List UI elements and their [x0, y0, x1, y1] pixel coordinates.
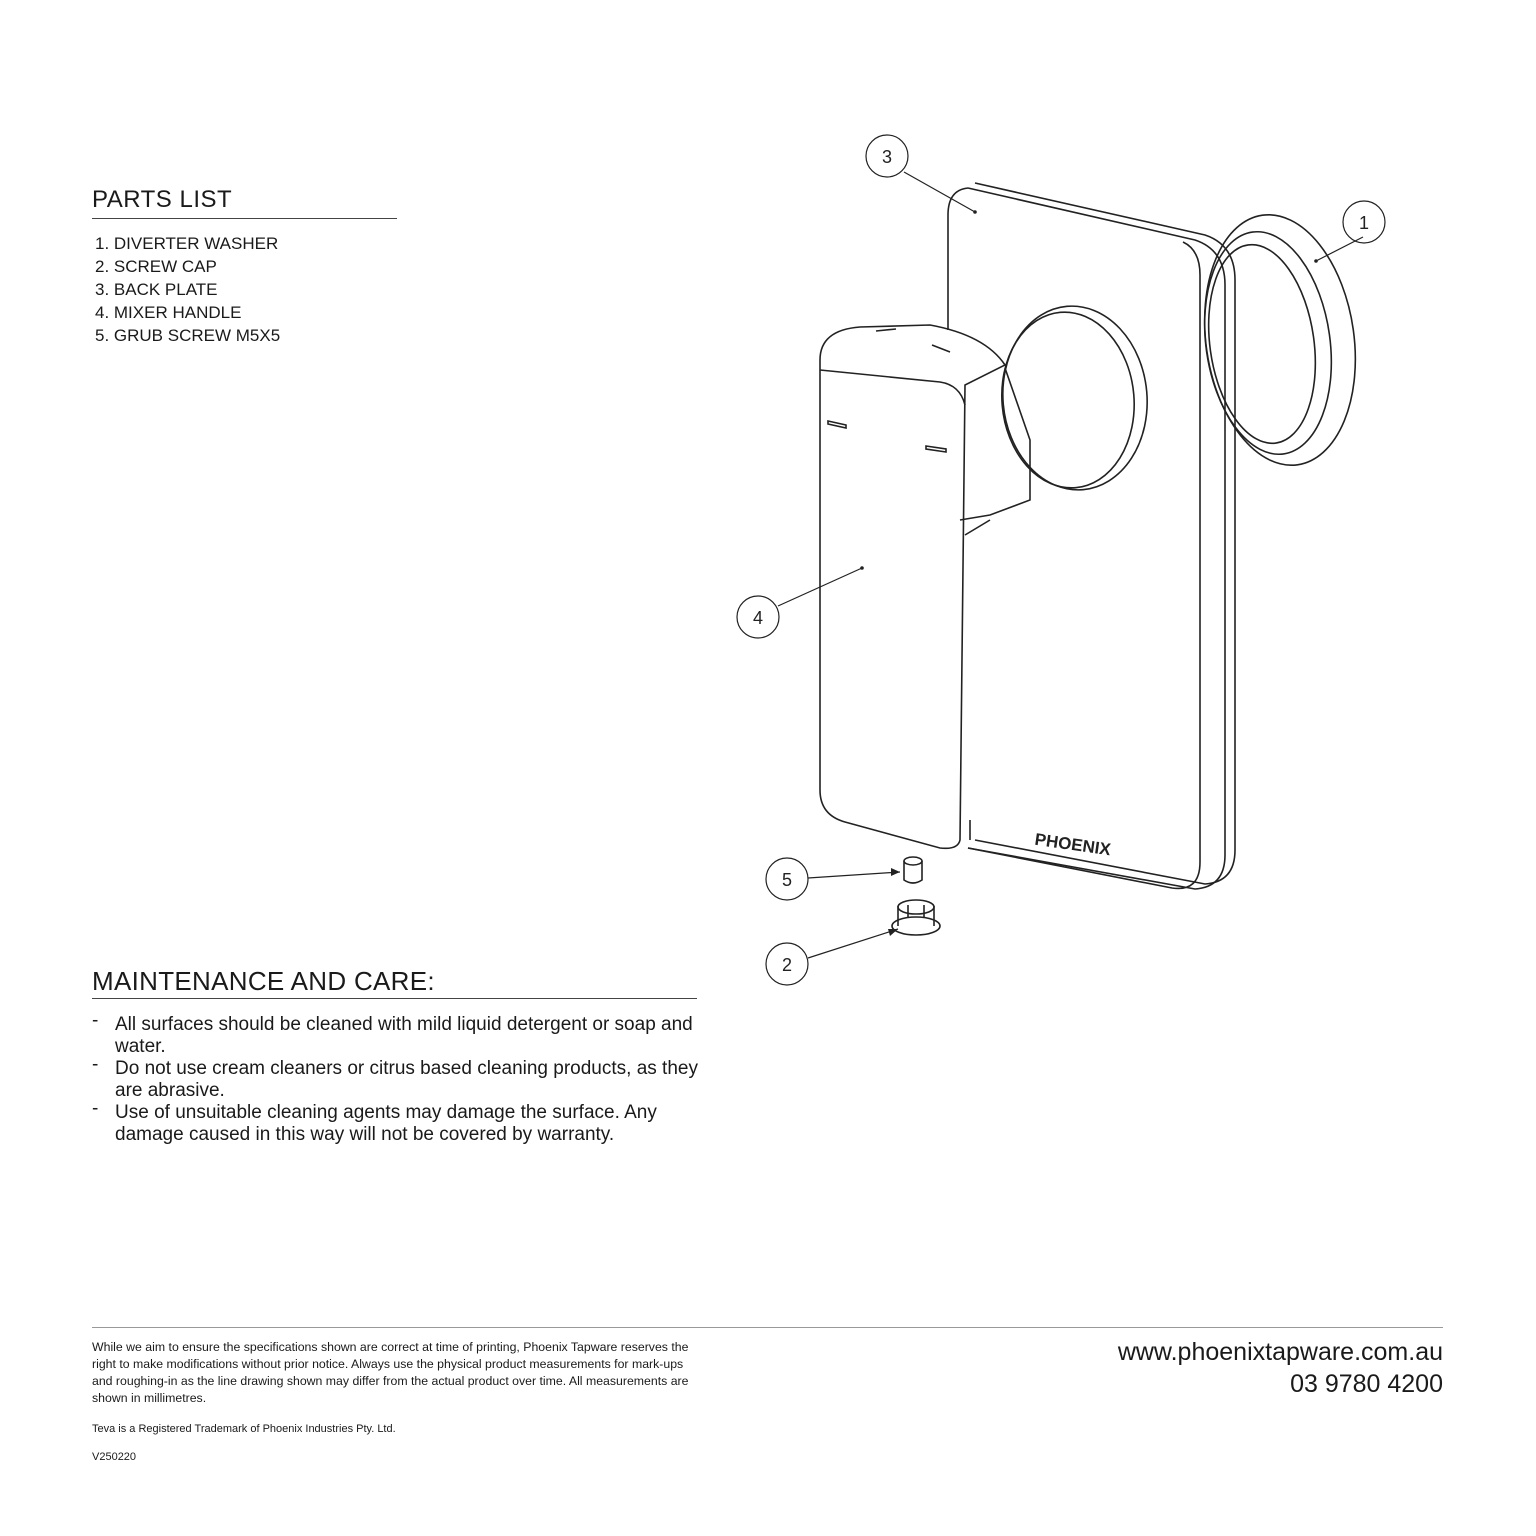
screw-cap-drawing — [891, 899, 941, 936]
phone-number[interactable]: 03 9780 4200 — [1290, 1370, 1443, 1398]
maintenance-divider — [92, 998, 697, 999]
arrow-head-5 — [891, 868, 900, 876]
list-dash: - — [92, 1010, 99, 1031]
part-item-1: 1. DIVERTER WASHER — [95, 234, 279, 253]
maintenance-item: -All surfaces should be cleaned with mil… — [92, 1010, 693, 1057]
part-item-4: 4. MIXER HANDLE — [95, 303, 242, 322]
leader-dots — [860, 210, 1318, 570]
mixer-handle-drawing — [819, 324, 1031, 850]
maintenance-item: -Use of unsuitable cleaning agents may d… — [92, 1098, 657, 1145]
back-plate-drawing — [947, 182, 1236, 890]
callout-1: 1 — [1342, 200, 1386, 244]
part-item-5: 5. GRUB SCREW M5X5 — [95, 326, 281, 345]
list-dash: - — [92, 1054, 99, 1075]
trademark-note: Teva is a Registered Trademark of Phoeni… — [92, 1423, 396, 1435]
diverter-washer-drawing — [1203, 214, 1357, 466]
exploded-diagram: PHOENIX 1 3 4 5 2 — [736, 134, 1386, 986]
website-link[interactable]: www.phoenixtapware.com.au — [1117, 1338, 1443, 1366]
svg-text:2: 2 — [782, 955, 792, 975]
parts-list: 1. DIVERTER WASHER 2. SCREW CAP 3. BACK … — [95, 232, 280, 347]
brand-mark: PHOENIX — [1034, 830, 1113, 860]
parts-list-divider — [92, 218, 397, 219]
parts-list-title: PARTS LIST — [92, 186, 233, 213]
grub-screw-drawing — [903, 856, 923, 884]
part-item-3: 3. BACK PLATE — [95, 280, 218, 299]
part-item-2: 2. SCREW CAP — [95, 257, 217, 276]
callout-3: 3 — [865, 134, 909, 178]
version-code: V250220 — [92, 1451, 137, 1463]
svg-text:4: 4 — [753, 608, 763, 628]
svg-text:3: 3 — [882, 147, 892, 167]
callout-5: 5 — [765, 857, 809, 901]
svg-text:1: 1 — [1359, 213, 1369, 233]
footer-divider — [92, 1327, 1443, 1328]
maintenance-title: MAINTENANCE AND CARE: — [92, 966, 435, 996]
callout-4: 4 — [736, 595, 780, 639]
callout-2: 2 — [765, 942, 809, 986]
arrow-head-2 — [888, 929, 898, 936]
maintenance-item: -Do not use cream cleaners or citrus bas… — [92, 1054, 698, 1101]
disclaimer-text: While we aim to ensure the specification… — [92, 1340, 689, 1405]
svg-text:5: 5 — [782, 870, 792, 890]
maintenance-list: -All surfaces should be cleaned with mil… — [92, 1010, 702, 1146]
list-dash: - — [92, 1098, 99, 1119]
leader-lines — [777, 171, 1364, 959]
